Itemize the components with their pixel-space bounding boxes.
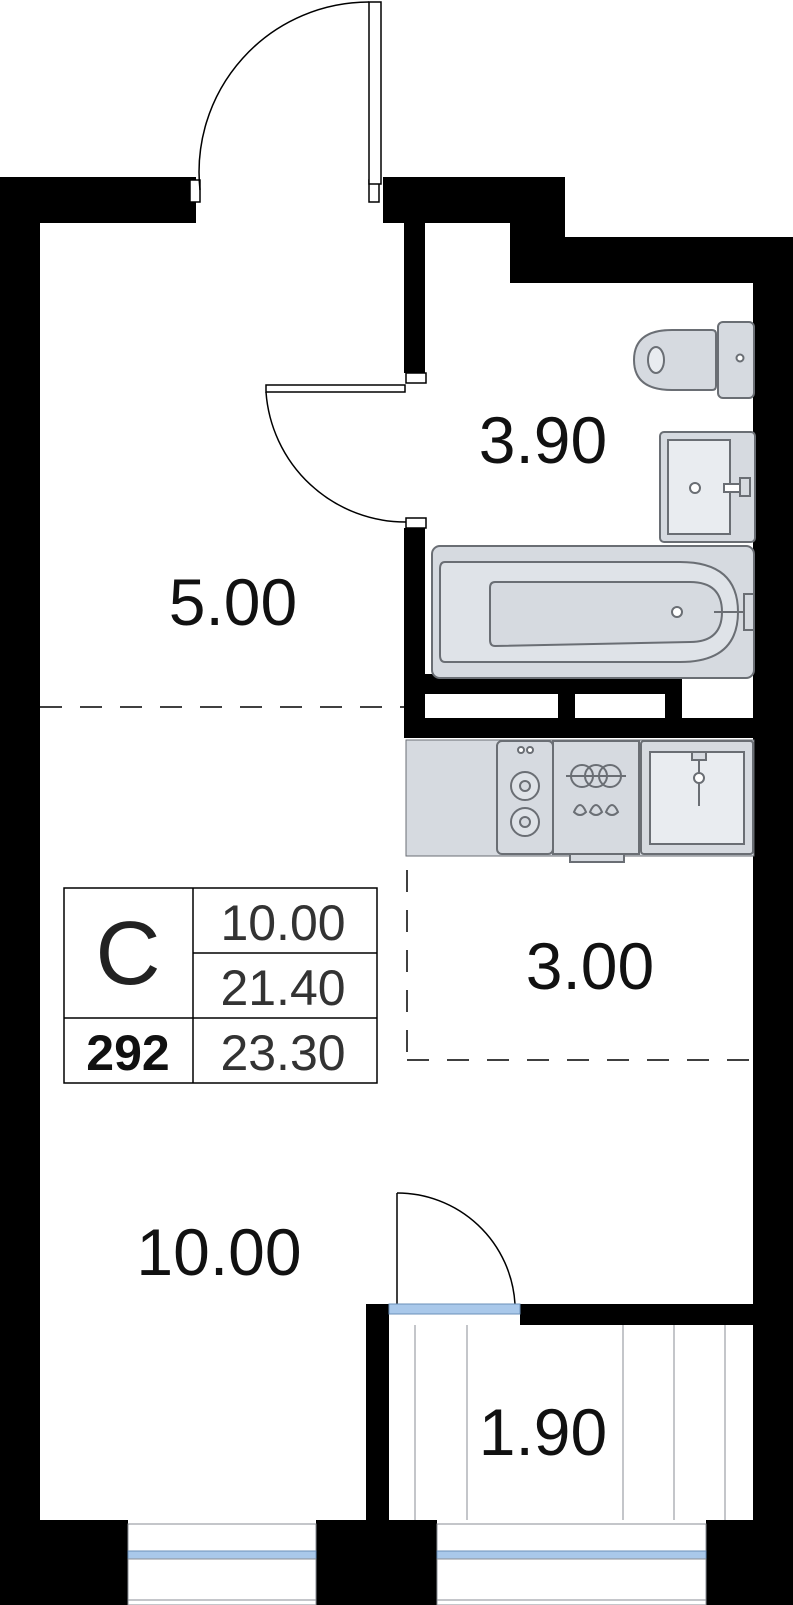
stamp-living-area: 10.00 — [220, 895, 345, 951]
window-icon — [127, 1523, 317, 1605]
wall-balcony-top — [520, 1304, 793, 1325]
area-bathroom: 3.90 — [479, 403, 607, 477]
apartment-stamp: С 10.00 21.40 292 23.30 — [63, 887, 378, 1084]
stamp-type: С — [96, 904, 161, 1004]
door-swing-icon — [265, 372, 427, 529]
wall-bottom-right — [706, 1520, 793, 1605]
stove-icon — [496, 740, 554, 855]
wall-bottom-mid — [316, 1520, 437, 1605]
wall-bath-lower — [404, 528, 425, 738]
window-icon — [436, 1523, 707, 1605]
wall-bath-upper — [404, 223, 425, 373]
stamp-total-with-balcony: 23.30 — [220, 1025, 345, 1081]
balcony-door-glass — [388, 1303, 521, 1315]
sink-icon — [659, 431, 756, 543]
wall-left — [0, 177, 40, 1605]
toilet-icon — [632, 321, 755, 399]
area-living: 10.00 — [136, 1215, 301, 1289]
bathtub-icon — [431, 545, 755, 679]
door-swing-icon — [388, 1192, 521, 1315]
wall-shaft-div1 — [558, 674, 575, 738]
area-balcony: 1.90 — [479, 1395, 607, 1469]
area-kitchen: 3.00 — [526, 929, 654, 1003]
stamp-total-area: 21.40 — [220, 960, 345, 1016]
kitchen-sink-icon — [640, 740, 754, 855]
area-hall: 5.00 — [169, 565, 297, 639]
wall-bath-bottom — [404, 718, 753, 738]
wall-right — [753, 237, 793, 1605]
oven-icon — [552, 740, 640, 863]
kitchen-counter — [405, 739, 755, 863]
wall-shaft-div2 — [665, 674, 682, 738]
zone-dividers — [40, 706, 753, 1061]
balcony-railing — [414, 1325, 726, 1520]
door-swing-icon — [189, 1, 382, 203]
wall-bottom-left — [0, 1520, 128, 1605]
walls — [0, 177, 793, 1605]
wall-top-right — [510, 237, 793, 283]
stamp-number: 292 — [86, 1025, 169, 1081]
